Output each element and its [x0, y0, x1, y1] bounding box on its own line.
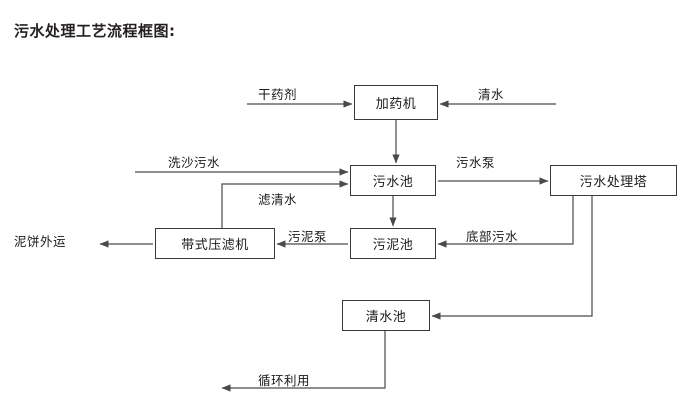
- edge-label-dry-chemical: 干药剂: [258, 87, 298, 102]
- node-sewage-pool[interactable]: 污水池: [350, 165, 436, 196]
- node-label: 清水池: [365, 310, 407, 325]
- node-label: 加药机: [375, 97, 417, 112]
- edge-tower-to-clearwater: [431, 196, 593, 320]
- edge-tower-bottom-to-sludge: [437, 196, 574, 248]
- node-label: 带式压滤机: [181, 238, 249, 253]
- node-label: 污水处理塔: [579, 175, 648, 190]
- edge-label-sewage-pump: 污水泵: [456, 155, 496, 170]
- edge-clearwater-to-recycle: [221, 331, 386, 392]
- edge-label-sand-wash-sewage: 洗沙污水: [168, 155, 221, 170]
- edge-label-bottom-sewage: 底部污水: [466, 229, 519, 244]
- node-label: 污水池: [372, 175, 414, 190]
- terminal-mud-cake-transport: 泥饼外运: [14, 234, 67, 249]
- node-belt-filter-press[interactable]: 带式压滤机: [155, 228, 275, 259]
- node-clear-water-pool[interactable]: 清水池: [342, 300, 430, 331]
- page-title: 污水处理工艺流程框图:: [14, 22, 176, 40]
- node-label: 污泥池: [372, 238, 414, 253]
- node-sewage-treatment-tower[interactable]: 污水处理塔: [550, 165, 677, 196]
- node-sludge-pool[interactable]: 污泥池: [350, 228, 436, 259]
- edge-label-clean-water: 清水: [478, 87, 505, 102]
- edge-label-recycle-reuse: 循环利用: [258, 373, 311, 388]
- edge-label-filtered-clear-water: 滤清水: [258, 192, 298, 207]
- node-dosing-machine[interactable]: 加药机: [354, 85, 438, 120]
- edge-label-sludge-pump: 污泥泵: [288, 229, 328, 244]
- edge-filtered-water-to-sewage: [221, 180, 349, 228]
